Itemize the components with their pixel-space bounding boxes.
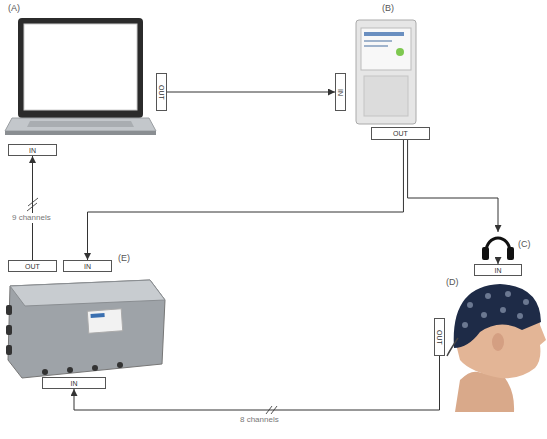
device-screen — [361, 28, 411, 70]
laptop-node: (A) — [5, 4, 153, 142]
amplifier-illustration — [6, 280, 165, 378]
device-letter: (E) — [118, 254, 130, 263]
device-panel — [364, 76, 408, 116]
amplifier-node: (E) — [5, 276, 167, 374]
port-box: IN — [335, 73, 346, 111]
amplifier-connectors — [6, 305, 123, 375]
port-box: OUT — [434, 318, 445, 356]
eeg-head-node: (D) — [446, 278, 547, 412]
headphones-illustration — [482, 238, 514, 260]
port-label: IN — [84, 263, 91, 270]
port-label: IN — [71, 380, 78, 387]
headphones-node: (C) — [479, 232, 517, 262]
port-label: IN — [495, 267, 502, 274]
ear — [492, 333, 504, 351]
laptop-screen — [24, 24, 137, 110]
port-label: OUT — [25, 263, 40, 270]
screen-line — [364, 40, 392, 42]
port-label: IN — [337, 89, 344, 96]
laptop-edge — [5, 131, 156, 135]
amplifier-top — [10, 280, 165, 306]
device-letter: (A) — [8, 4, 20, 13]
screen-indicator — [396, 48, 404, 56]
signal-arrow — [88, 140, 404, 260]
screen-bar — [364, 32, 404, 36]
signal-arrow — [167, 92, 335, 93]
edge-label: 9 channels — [10, 213, 53, 223]
laptop-base — [5, 118, 156, 131]
port-box: IN — [8, 144, 57, 156]
bundle-slash — [27, 198, 277, 414]
laptop-bezel — [18, 18, 143, 118]
stimulator-node: (B) — [350, 4, 422, 125]
ear-cup — [482, 247, 489, 260]
edge-label: 8 channels — [238, 415, 281, 425]
screen-line — [364, 45, 388, 47]
amplifier-body — [8, 280, 165, 378]
port-box: IN — [474, 264, 522, 276]
electrodes — [462, 291, 529, 328]
headband — [486, 238, 510, 252]
device-letter: (B) — [382, 4, 394, 13]
signal-arrow — [32, 156, 33, 260]
port-box: IN — [63, 260, 112, 272]
signal-arrow — [408, 140, 498, 232]
port-label: OUT — [436, 330, 443, 345]
ear-cup — [507, 247, 514, 260]
sticker-logo — [90, 313, 104, 318]
laptop-keyboard — [27, 121, 134, 127]
electrode-cable — [447, 338, 458, 356]
device-letter: (C) — [518, 240, 531, 249]
port-label: OUT — [393, 130, 408, 137]
stimulator-illustration — [356, 20, 416, 124]
port-label: OUT — [158, 85, 165, 100]
signal-arrow — [74, 356, 440, 410]
amplifier-sticker — [87, 309, 122, 333]
device-letter: (D) — [446, 278, 459, 287]
device-body — [356, 20, 416, 124]
port-box: OUT — [371, 127, 430, 140]
laptop-illustration — [5, 18, 156, 135]
port-label: IN — [29, 147, 36, 154]
port-box: IN — [42, 377, 106, 389]
port-box: OUT — [8, 260, 57, 272]
port-box: OUT — [156, 73, 167, 111]
eeg-head-illustration — [447, 284, 546, 412]
